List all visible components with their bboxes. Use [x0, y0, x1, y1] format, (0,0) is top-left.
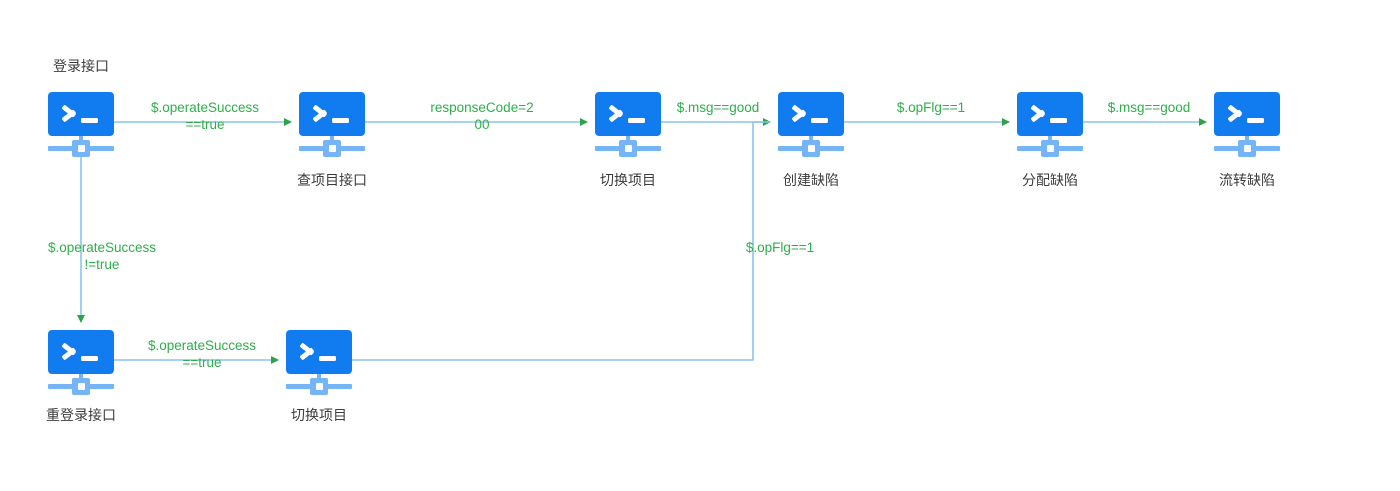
node-relogin-interface[interactable] — [48, 330, 114, 406]
edge-label-e3: $.msg==good — [676, 100, 760, 115]
connector-hub-center — [1047, 145, 1054, 152]
node-label-login-interface: 登录接口 — [53, 58, 109, 74]
node-switch-project-top[interactable] — [595, 92, 661, 168]
connector-hub-center — [808, 145, 815, 152]
node-transfer-defect[interactable] — [1214, 92, 1280, 168]
terminal-icon — [595, 92, 661, 136]
node-label-create-defect: 创建缺陷 — [783, 172, 839, 188]
edge-line-e8 — [352, 121, 770, 361]
node-query-project-interface[interactable] — [299, 92, 365, 168]
connector-hub-center — [329, 145, 336, 152]
terminal-icon — [1214, 92, 1280, 136]
node-label-relogin-interface: 重登录接口 — [46, 407, 116, 423]
terminal-icon — [778, 92, 844, 136]
node-login-interface[interactable] — [48, 92, 114, 168]
node-label-assign-defect: 分配缺陷 — [1022, 172, 1078, 188]
terminal-icon — [286, 330, 352, 374]
connector-hub-center — [78, 145, 85, 152]
edge-label-e4: $.opFlg==1 — [896, 100, 966, 115]
connector-hub-center — [625, 145, 632, 152]
connector-hub-center — [316, 383, 323, 390]
edge-label-e6: $.operateSuccess !=true — [47, 240, 157, 272]
terminal-icon — [1017, 92, 1083, 136]
node-label-query-project-interface: 查项目接口 — [297, 172, 367, 188]
terminal-icon — [299, 92, 365, 136]
edge-label-e2: responseCode=2 00 — [430, 100, 534, 132]
terminal-icon — [48, 92, 114, 136]
node-label-transfer-defect: 流转缺陷 — [1219, 172, 1275, 188]
edge-label-e8: $.opFlg==1 — [745, 240, 815, 255]
node-assign-defect[interactable] — [1017, 92, 1083, 168]
node-label-switch-project-top: 切换项目 — [600, 172, 656, 188]
terminal-icon — [48, 330, 114, 374]
edge-label-e5: $.msg==good — [1107, 100, 1191, 115]
node-switch-project-bottom[interactable] — [286, 330, 352, 406]
edge-label-e7: $.operateSuccess ==true — [147, 338, 257, 370]
node-create-defect[interactable] — [778, 92, 844, 168]
node-label-switch-project-bottom: 切换项目 — [291, 407, 347, 423]
connector-hub-center — [1244, 145, 1251, 152]
edge-label-e1: $.operateSuccess ==true — [150, 100, 260, 132]
connector-hub-center — [78, 383, 85, 390]
